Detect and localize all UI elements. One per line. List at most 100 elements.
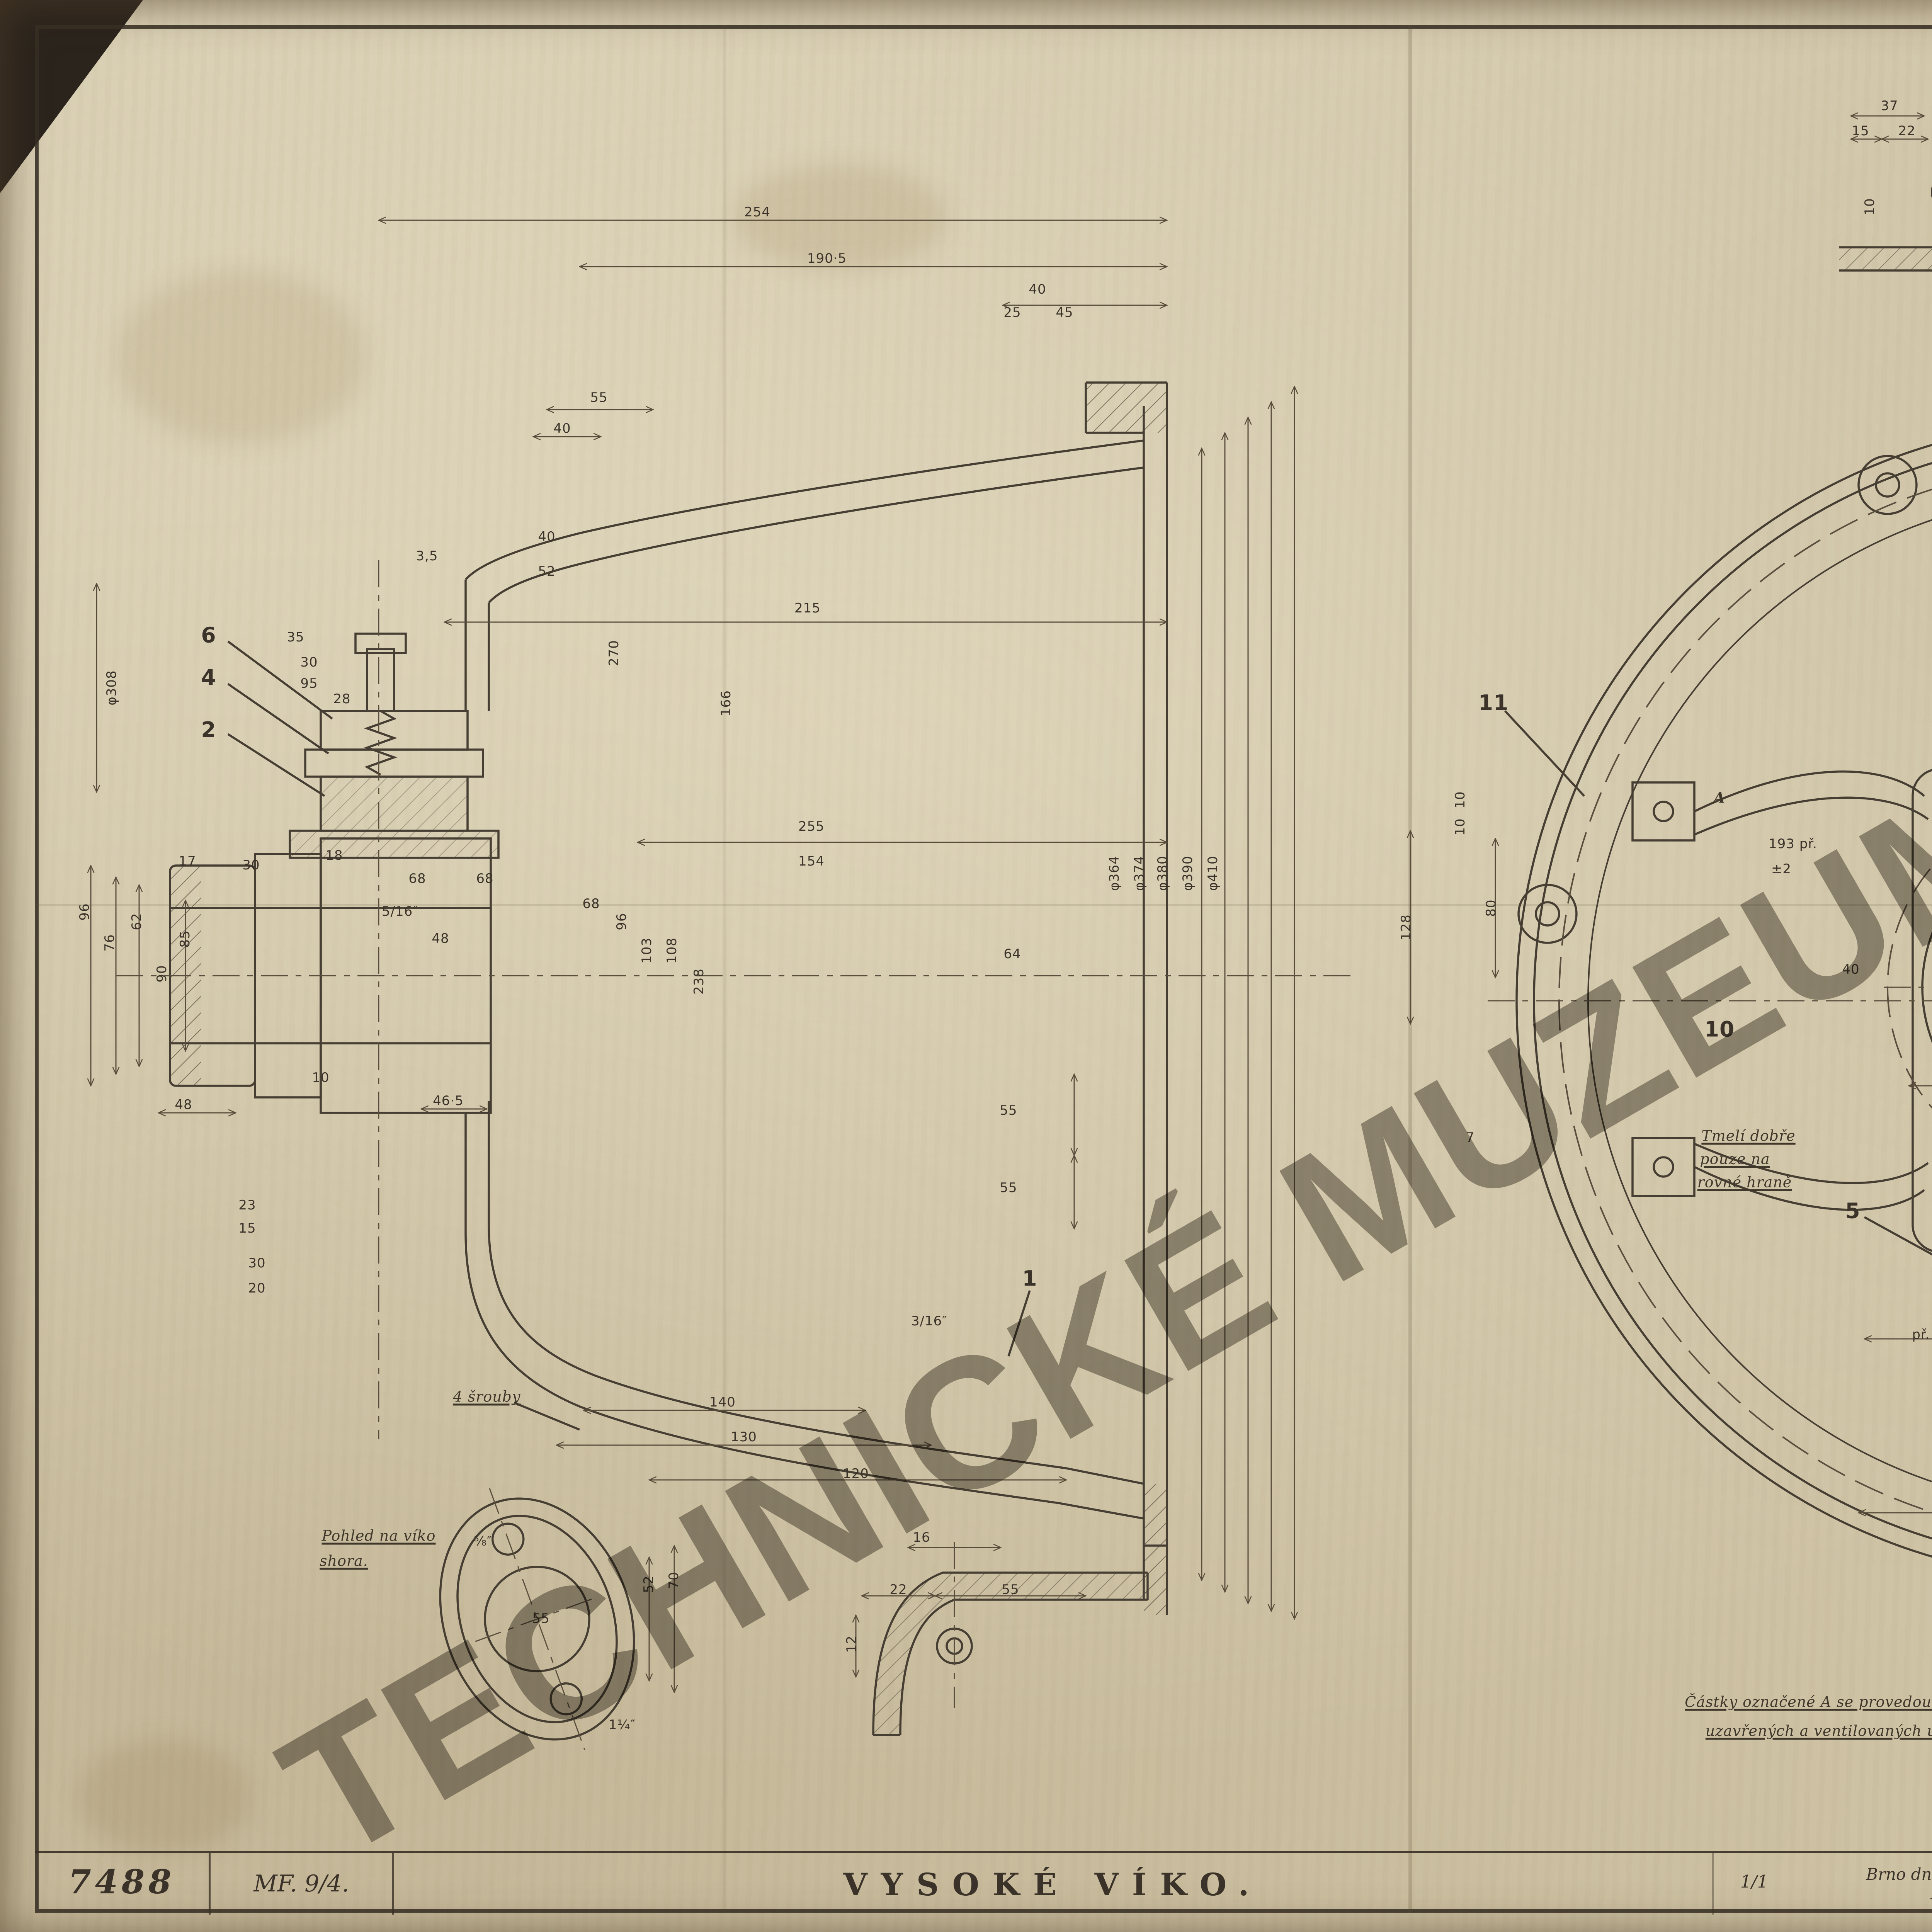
dim-label: 128 — [1399, 914, 1414, 940]
dim-label: 15 — [238, 1221, 256, 1236]
dim-label: 37 — [1881, 99, 1898, 114]
dim-label: 55 — [1000, 1180, 1017, 1196]
dim-label: 215 — [794, 601, 821, 616]
dim-label: 30 — [248, 1256, 265, 1271]
dim-label: 35 — [287, 630, 304, 645]
dim-label: φ380 — [1155, 855, 1171, 891]
dim-label: 10 — [1453, 791, 1468, 808]
dim-label: 10 — [1862, 198, 1878, 215]
dim-label: 96 — [614, 913, 630, 930]
dim-label: 17 — [179, 854, 196, 869]
dim-label: 48 — [432, 931, 449, 947]
dim-label: 12 — [844, 1635, 860, 1653]
dim-label: 68 — [476, 871, 493, 887]
dim-label: 154 — [798, 854, 825, 869]
dim-label: 7 — [1466, 1130, 1475, 1146]
dim-label: Částky označené A se provedou pouze na s… — [1685, 1694, 1932, 1711]
dim-label: Tmelí dobře — [1701, 1128, 1795, 1145]
dim-label: 64 — [1003, 947, 1021, 962]
dim-label: 40 — [1842, 962, 1859, 978]
dim-label: 20 — [248, 1281, 265, 1296]
dim-label: 80 — [1484, 899, 1499, 917]
dim-label: 120 — [843, 1466, 869, 1482]
dim-label: 4 šrouby — [453, 1388, 521, 1406]
dim-label: 5 — [1845, 1199, 1860, 1224]
dim-label: 23 — [238, 1198, 256, 1213]
dim-label: 18 — [325, 848, 343, 864]
dim-label: 1¼″ — [609, 1718, 636, 1733]
dim-label: φ308 — [104, 670, 120, 705]
dim-label: 11 — [1478, 691, 1509, 716]
dim-label: 30 — [242, 858, 260, 873]
dim-label: 52 — [538, 564, 555, 580]
dim-label: 15 — [1852, 124, 1869, 139]
dim-label: φ364 — [1107, 855, 1122, 891]
dim-label: 25 — [1003, 305, 1021, 321]
dim-label: 3,5 — [416, 549, 438, 564]
dim-label: 190·5 — [807, 251, 847, 267]
dim-label: 90 — [155, 965, 170, 982]
drawing-scale: 1/1 — [1712, 1853, 1795, 1915]
dim-label: 55 — [590, 390, 607, 406]
dim-label: shora. — [320, 1553, 368, 1570]
title-block: 7488 MF. 9/4. VYSOKÉ VÍKO. 1/1 Brno dne … — [35, 1851, 1932, 1915]
dim-label: φ410 — [1206, 855, 1221, 891]
dim-label: 55 — [1000, 1103, 1017, 1119]
dim-label: 10 — [1704, 1017, 1735, 1043]
dim-label: 28 — [333, 692, 350, 707]
dim-label: 6 — [201, 623, 216, 648]
dim-label: 76 — [102, 934, 118, 951]
dim-label: 254 — [744, 205, 770, 220]
dim-label: 68 — [408, 871, 426, 887]
dim-label: pouze na — [1700, 1151, 1770, 1168]
place-date-text: Brno dne 2.3.926. — [1866, 1864, 1932, 1883]
sheet-ref: MF. 9/4. — [211, 1853, 394, 1915]
dim-label: 22 — [1898, 124, 1915, 139]
dim-label: 140 — [709, 1395, 736, 1410]
dim-label: 1 — [1022, 1267, 1037, 1292]
dim-label: 55 — [532, 1611, 549, 1627]
dim-label: 95 — [300, 676, 318, 692]
dim-label: 96 — [77, 903, 93, 920]
dim-label: 40 — [1029, 282, 1046, 298]
dim-label: Pohled na víko — [322, 1527, 436, 1545]
dim-label: 166 — [719, 690, 734, 716]
dim-label: ±2 — [1771, 862, 1791, 877]
dim-label: 3/16″ — [911, 1314, 947, 1329]
signature: P. — [1931, 1883, 1932, 1904]
drawing-title: VYSOKÉ VÍKO. — [394, 1853, 1712, 1915]
dim-label: 108 — [665, 937, 680, 964]
dim-label: 52 — [641, 1575, 657, 1593]
dim-label: 16 — [913, 1530, 930, 1546]
dim-label: 48 — [175, 1097, 192, 1113]
dim-label: 40 — [553, 421, 571, 437]
dim-label: 85 — [178, 930, 193, 947]
dim-label: 270 — [607, 640, 622, 666]
dim-label: 22 — [889, 1582, 907, 1598]
place-and-date: Brno dne 2.3.926. P. — [1795, 1853, 1932, 1915]
dim-label: 68 — [582, 896, 600, 912]
dim-label: 70 — [667, 1571, 682, 1589]
dim-label: ⅝″ — [474, 1534, 492, 1549]
dim-label: 30 — [300, 655, 318, 670]
dim-label: uzavřených a ventilovaných uzávěrech. — [1706, 1723, 1932, 1740]
dim-label: 2 — [201, 718, 216, 743]
dim-label: př. 65 — [1912, 1327, 1932, 1343]
dim-label: 130 — [731, 1430, 757, 1445]
dim-label: 10 — [1453, 818, 1468, 835]
dim-label: 62 — [129, 913, 145, 930]
dim-label: φ374 — [1132, 855, 1148, 891]
dim-label: φ390 — [1180, 855, 1196, 891]
dim-label: rovné hraně — [1697, 1174, 1792, 1191]
dim-label: 40 — [538, 529, 555, 545]
dim-label: 255 — [798, 819, 825, 835]
dim-label: 46·5 — [433, 1094, 464, 1109]
dim-label: A — [1714, 789, 1725, 807]
dim-label: 103 — [639, 937, 655, 964]
dim-label: 45 — [1056, 305, 1073, 321]
dim-label: 5/16″ — [382, 904, 418, 920]
drawing-number: 7488 — [35, 1853, 211, 1915]
dim-label: 10 — [312, 1070, 329, 1086]
